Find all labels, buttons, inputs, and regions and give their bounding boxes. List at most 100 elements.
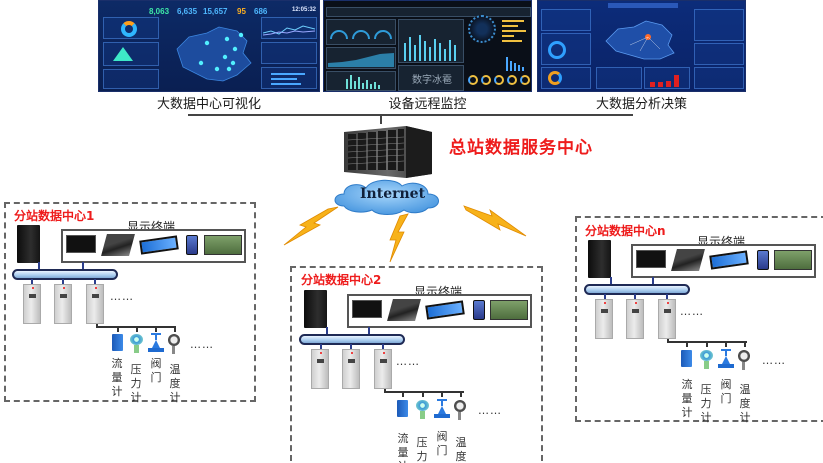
laptop-icon [387, 299, 421, 321]
header-strip [326, 7, 531, 17]
monitor-icon [66, 235, 96, 253]
thermometer-icon [168, 334, 180, 346]
pressure-gauge-icon [700, 350, 713, 361]
bar-chart [506, 57, 524, 71]
connector-line [460, 391, 462, 397]
laptop-icon [101, 234, 135, 256]
title-bar [608, 3, 678, 8]
bus-link [31, 279, 33, 284]
connector-line [117, 326, 119, 332]
control-cabinet-icon [626, 299, 644, 339]
lightning-bolt-icon [463, 205, 527, 237]
thermometer-stem [458, 412, 461, 420]
pressure-gauge-icon [416, 400, 429, 411]
control-cabinet-icon [311, 349, 329, 389]
bus-link [652, 277, 654, 285]
server-tower-icon [588, 240, 611, 278]
phone-icon [757, 250, 769, 270]
dashboard-caption: 大数据分析决策 [595, 97, 687, 112]
lightning-bolt-icon [389, 213, 409, 263]
radial-chart [468, 15, 496, 43]
bar [271, 83, 301, 85]
large-screen-icon [204, 235, 242, 255]
kpi-value: 95 [237, 7, 246, 16]
clock: 12:05:32 [292, 7, 317, 13]
sensor-label: 阀门 [150, 357, 162, 384]
connector-line [744, 341, 746, 347]
sensor-label: 阀门 [436, 430, 448, 457]
control-cabinet-icon [374, 349, 392, 389]
connector-line [686, 341, 688, 347]
control-cabinet-icon [54, 284, 72, 324]
bar-chart [650, 75, 679, 87]
control-cabinet-icon [658, 299, 676, 339]
substation-title: 分站数据中心2 [301, 273, 382, 287]
data-bus [299, 334, 405, 345]
sensor-ellipsis: …… [478, 404, 502, 417]
icon-panel [694, 43, 744, 65]
pressure-gauge-icon [130, 334, 143, 345]
substation-title: 分站数据中心1 [14, 209, 95, 223]
sensor-label: 阀门 [720, 378, 732, 405]
sensor-label: 流量计 [681, 378, 693, 419]
bar-chart [404, 35, 456, 61]
center-title: 总站数据服务中心 [449, 138, 593, 158]
stat-panel [541, 9, 591, 31]
phone-icon [473, 300, 485, 320]
valve-icon [434, 399, 450, 418]
dashboard-caption: 设备远程监控 [388, 97, 467, 112]
bus-link [604, 294, 606, 299]
gauge-group [330, 30, 392, 40]
dashboard-caption: 大数据中心可视化 [156, 97, 261, 112]
monitor-icon [352, 300, 382, 318]
cloud-label: Internet [360, 186, 426, 202]
sensor-ellipsis: …… [190, 338, 214, 351]
connector-line [155, 326, 157, 332]
bus-link [38, 262, 40, 270]
substation-1 [4, 202, 256, 402]
data-bus [12, 269, 118, 280]
bus-link [82, 262, 84, 270]
sensor-ellipsis: …… [762, 354, 786, 367]
ring-chart [548, 41, 566, 59]
control-cabinet-icon [86, 284, 104, 324]
connector-line [706, 341, 708, 347]
sensor-label: 流量计 [111, 357, 123, 398]
china-map [176, 26, 252, 82]
china-map [605, 20, 675, 60]
connector-line [441, 391, 443, 397]
flowmeter-icon [112, 334, 123, 351]
sensor-label: 压力计 [700, 383, 712, 424]
server-tower-icon [17, 225, 40, 263]
flowmeter-icon [397, 400, 408, 417]
monitor-icon [636, 250, 666, 268]
donut-chart [121, 21, 137, 37]
sensor-label: 压力计 [416, 436, 428, 463]
sensor-label: 流量计 [397, 432, 409, 463]
watermark-panel [398, 65, 464, 91]
connector-line [380, 114, 382, 124]
bus-link [610, 277, 612, 285]
gauge-stem [420, 411, 425, 419]
connector-line [136, 326, 138, 332]
bus-link [666, 294, 668, 299]
bus-link [320, 344, 322, 349]
flowmeter-icon [681, 350, 692, 367]
internet-cloud-icon [334, 179, 439, 215]
radar-chart [113, 47, 133, 61]
gauge-stem [134, 345, 139, 353]
control-cabinet-icon [342, 349, 360, 389]
connector-line [188, 114, 633, 116]
kpi-value: 8,063 [149, 7, 170, 16]
bus-link [94, 279, 96, 284]
bus-link [382, 344, 384, 349]
kpi-value: 6,635 [177, 7, 198, 16]
sensor-label: 温度计 [169, 363, 181, 404]
connector-line [384, 391, 464, 393]
list-panel [596, 67, 642, 89]
thermometer-icon [454, 400, 466, 412]
thermometer-icon [738, 350, 750, 362]
pie-chart [548, 71, 562, 85]
sensor-label: 温度计 [455, 436, 467, 463]
valve-icon [148, 333, 164, 352]
